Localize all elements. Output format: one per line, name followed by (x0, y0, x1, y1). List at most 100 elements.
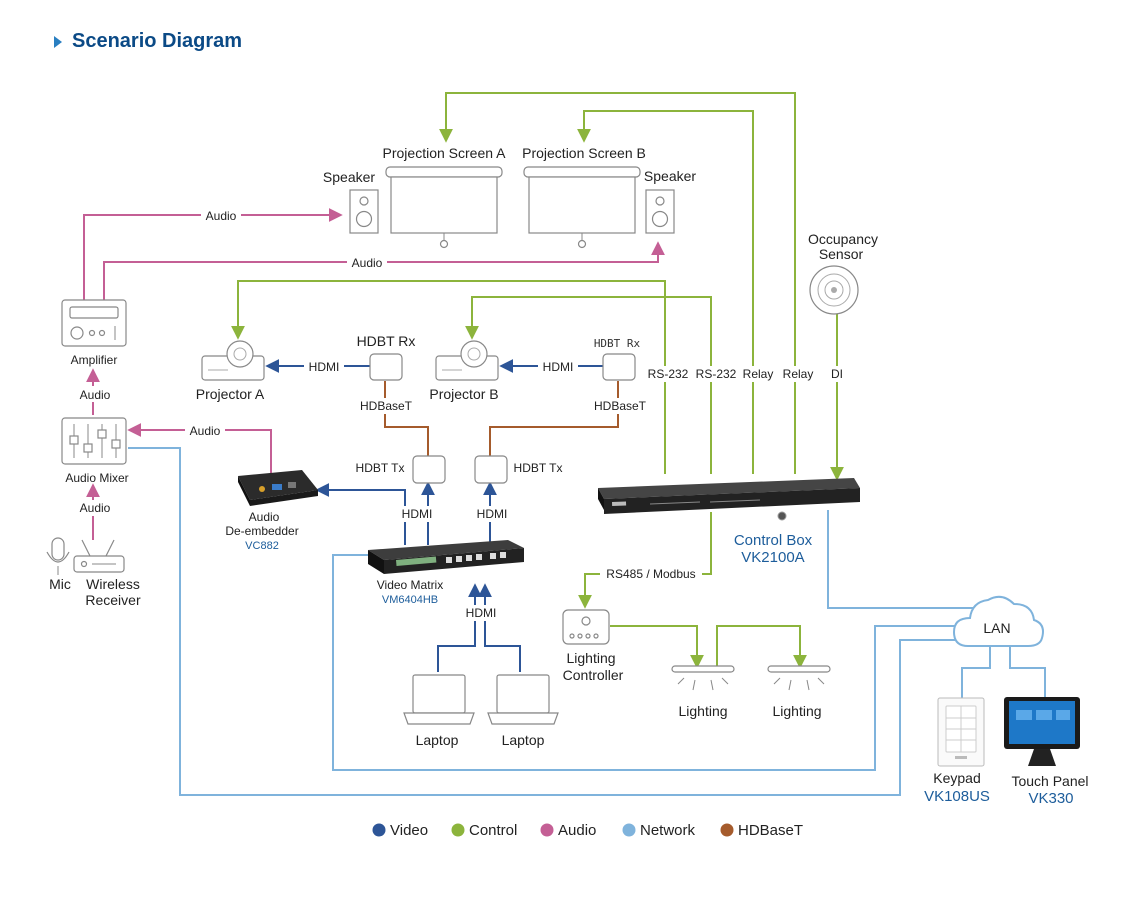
lighting-2-icon (767, 665, 831, 691)
control-box-icon (598, 478, 860, 521)
network-line-keypad (961, 645, 991, 698)
label-hdbt-tx-a: HDBT Tx (356, 461, 405, 475)
label-conn-hdmi-projector-a: HDMI (309, 360, 340, 374)
connection-labels: Audio Audio Audio Audio Audio HDMI HDMI … (75, 207, 848, 621)
legend-item-hdbaset: HDBaseT (720, 822, 803, 839)
legend-item-control: Control (451, 822, 517, 839)
hdbaset-lines (384, 381, 619, 456)
label-projection-screen-b: Projection Screen B (522, 145, 646, 161)
label-conn-audio-mixer-in: Audio (190, 424, 221, 438)
label-conn-rs232-2: RS-232 (696, 367, 737, 381)
projector-a-icon (201, 340, 265, 381)
label-projection-screen-a: Projection Screen A (383, 145, 507, 161)
label-lighting-1: Lighting (678, 703, 727, 719)
label-hdbt-tx-b: HDBT Tx (514, 461, 563, 475)
network-line-matrix (332, 554, 960, 771)
label-lighting-controller-1: Lighting (566, 650, 615, 666)
speaker-left-icon (349, 189, 379, 234)
legend-item-audio: Audio (540, 822, 596, 839)
relay-line-screen-a (439, 92, 796, 474)
legend-label-hdbaset: HDBaseT (738, 822, 803, 839)
label-occupancy-sensor-1: Occupancy (808, 231, 878, 247)
hdbt-tx-b-box (474, 455, 508, 484)
lan-cloud-icon (952, 595, 1044, 647)
legend-swatch-video (372, 823, 386, 837)
projection-screen-a (385, 166, 503, 249)
hdmi-line-matrix-deembedder (315, 483, 406, 545)
audio-line-speaker-left (83, 208, 343, 300)
label-keypad: Keypad (933, 770, 980, 786)
label-lighting-2: Lighting (772, 703, 821, 719)
laptop-2-icon (487, 674, 559, 725)
label-audio-deembedder-2: De-embedder (225, 524, 298, 538)
label-conn-relay-1: Relay (743, 367, 774, 381)
laptop-1-icon (403, 674, 475, 725)
label-conn-audio-top: Audio (206, 209, 237, 223)
label-conn-hdmi-tx-b: HDMI (477, 507, 508, 521)
label-audio-deembedder-model: VC882 (245, 540, 279, 552)
amplifier-icon (61, 299, 127, 347)
label-video-matrix: Video Matrix (377, 578, 443, 592)
audio-line-deembedder-mixer (127, 423, 272, 473)
wireless-receiver-icon (73, 539, 125, 573)
label-audio-mixer: Audio Mixer (65, 471, 128, 485)
label-wireless-receiver-1: Wireless (86, 576, 140, 592)
hdbt-rx-a-box (369, 353, 403, 381)
hdmi-line-laptop-2 (478, 583, 521, 672)
projection-screen-b (523, 166, 641, 249)
label-speaker-right: Speaker (644, 168, 696, 184)
label-touch-panel: Touch Panel (1011, 773, 1088, 789)
page-title: Scenario Diagram (54, 30, 242, 53)
rs485-line (578, 512, 712, 609)
lighting-1-icon (671, 665, 735, 691)
audio-line-speaker-right (103, 241, 665, 300)
occupancy-sensor-icon (809, 265, 859, 315)
rs232-line-projector-b (465, 296, 712, 474)
legend-swatch-control (451, 823, 465, 837)
label-conn-hdbaset-a: HDBaseT (360, 399, 413, 413)
label-conn-rs232-1: RS-232 (648, 367, 689, 381)
hdbaset-line-b (489, 381, 619, 456)
network-line-touchpanel (1009, 645, 1046, 698)
relay-line-screen-b (577, 110, 754, 474)
label-conn-hdmi-laptops: HDMI (466, 606, 497, 620)
network-lines (128, 447, 1046, 796)
label-laptop-2: Laptop (502, 732, 545, 748)
hdbaset-line-a (384, 381, 429, 456)
page-title-text: Scenario Diagram (72, 30, 243, 52)
label-keypad-model: VK108US (924, 788, 990, 805)
label-conn-hdmi-projector-b: HDMI (543, 360, 574, 374)
label-conn-audio-wireless: Audio (80, 501, 111, 515)
label-occupancy-sensor-2: Sensor (819, 246, 864, 262)
label-conn-audio-mid: Audio (352, 256, 383, 270)
hdbt-tx-a-box (412, 455, 446, 484)
lighting-controller-icon (562, 609, 610, 645)
network-line-mixer (128, 447, 960, 796)
lighting-line-2 (716, 625, 807, 669)
label-speaker-left: Speaker (323, 169, 375, 185)
legend-label-video: Video (390, 822, 428, 839)
hdbt-rx-b-box (602, 353, 636, 381)
label-conn-rs485: RS485 / Modbus (606, 567, 695, 581)
legend-label-control: Control (469, 822, 517, 839)
legend-item-video: Video (372, 822, 428, 839)
lighting-line-1 (610, 625, 704, 669)
label-control-box: Control Box (734, 532, 813, 549)
label-conn-di: DI (831, 367, 843, 381)
projector-b-icon (435, 340, 499, 381)
label-conn-hdmi-tx-a: HDMI (402, 507, 433, 521)
label-mic: Mic (49, 576, 71, 592)
label-conn-audio-amp: Audio (80, 388, 111, 402)
label-conn-hdbaset-b: HDBaseT (594, 399, 647, 413)
keypad-icon (937, 697, 985, 767)
label-hdbt-rx-a: HDBT Rx (357, 333, 416, 349)
legend-label-network: Network (640, 822, 696, 839)
label-projector-b: Projector B (429, 386, 498, 402)
speaker-right-icon (645, 189, 675, 234)
label-touch-panel-model: VK330 (1028, 790, 1073, 807)
legend-item-network: Network (622, 822, 696, 839)
label-control-box-model: VK2100A (741, 549, 804, 566)
label-amplifier: Amplifier (71, 353, 118, 367)
